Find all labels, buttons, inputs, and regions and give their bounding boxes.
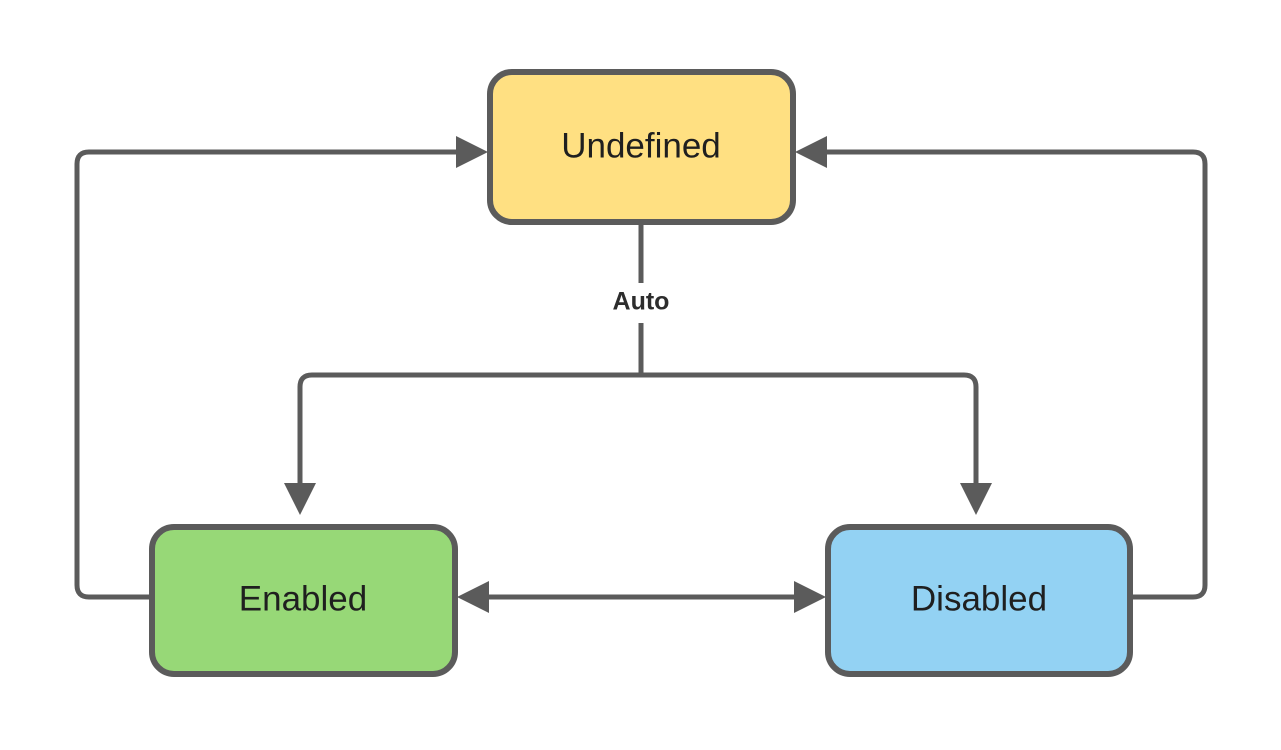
node-undefined-label: Undefined (561, 126, 721, 165)
arrowhead-into-enabled-right (457, 581, 489, 613)
arrowhead-into-enabled-top (284, 483, 316, 515)
edge-enabled-to-undefined[interactable] (74, 136, 488, 600)
node-disabled[interactable]: Disabled (825, 524, 1133, 677)
edge-auto-right-branch-path (641, 372, 979, 485)
edge-enabled-disabled-bidirectional[interactable] (457, 581, 826, 613)
arrowhead-into-disabled-left (794, 581, 826, 613)
edge-disabled-to-undefined-path (825, 149, 1208, 600)
edge-enabled-to-undefined-path (74, 149, 460, 600)
arrowhead-into-undefined-left (456, 136, 488, 168)
edge-auto-label: Auto (613, 288, 670, 316)
arrowhead-into-undefined-right (795, 136, 827, 168)
edge-auto-fork[interactable]: Auto (284, 222, 992, 515)
node-undefined-shape (487, 69, 796, 225)
node-enabled[interactable]: Enabled (149, 524, 458, 677)
node-disabled-label: Disabled (911, 579, 1047, 618)
node-undefined[interactable]: Undefined (487, 69, 796, 225)
node-enabled-label: Enabled (239, 579, 367, 618)
arrowhead-into-disabled-top (960, 483, 992, 515)
edge-auto-label-backdrop (592, 283, 690, 323)
edge-disabled-to-undefined[interactable] (795, 136, 1208, 600)
edge-auto-left-branch-path (297, 372, 641, 485)
node-disabled-shape (825, 524, 1133, 677)
node-enabled-shape (149, 524, 458, 677)
